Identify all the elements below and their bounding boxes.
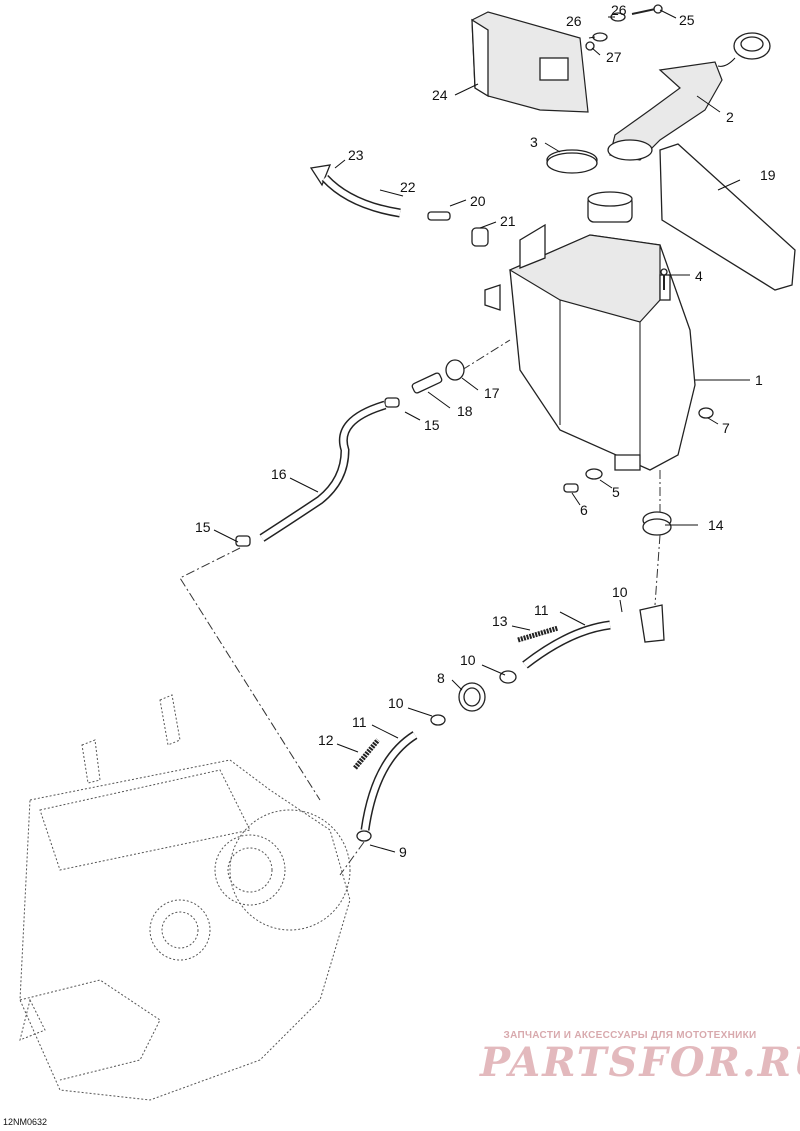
reference-code: 12NM0632 (3, 1117, 48, 1127)
callout-10-top: 10 (612, 584, 628, 600)
vent-line-assembly[interactable] (309, 164, 489, 247)
foam-pad-part[interactable] (659, 143, 796, 291)
watermark-tagline: ЗАПЧАСТИ И АКСЕССУАРЫ ДЛЯ МОТОТЕХНИКИ (503, 1030, 757, 1041)
callout-10-mid: 10 (460, 652, 476, 668)
callout-9: 9 (399, 844, 407, 860)
callout-17: 17 (484, 385, 500, 401)
callout-14: 14 (708, 517, 724, 533)
callout-1: 1 (755, 372, 763, 388)
callout-27: 27 (606, 49, 622, 65)
filler-neck-part[interactable] (607, 32, 771, 161)
callout-3: 3 (530, 134, 538, 150)
callout-16: 16 (271, 466, 287, 482)
routing-lines (179, 547, 365, 876)
callout-11-low: 11 (352, 714, 367, 730)
callout-18: 18 (457, 403, 473, 419)
engine-illustration (19, 694, 351, 1101)
callout-2: 2 (726, 109, 734, 125)
callout-19: 19 (760, 167, 776, 183)
callout-15-right: 15 (424, 417, 440, 433)
grommet-part[interactable] (642, 470, 672, 536)
screw-washer-set[interactable] (585, 4, 663, 51)
callout-24: 24 (432, 87, 448, 103)
watermark: ЗАПЧАСТИ И АКСЕССУАРЫ ДЛЯ МОТОТЕХНИКИ PA… (480, 1030, 800, 1086)
callout-7: 7 (722, 420, 730, 436)
callout-11-top: 11 (534, 602, 549, 618)
feed-line-assembly[interactable] (235, 339, 511, 547)
callout-20: 20 (470, 193, 486, 209)
callout-5: 5 (612, 484, 620, 500)
oil-tank-part[interactable] (484, 191, 696, 471)
heat-shield-part[interactable] (471, 11, 589, 113)
callout-8: 8 (437, 670, 445, 686)
callout-23: 23 (348, 147, 364, 163)
tank-hardware[interactable] (563, 268, 714, 493)
callout-12: 12 (318, 732, 334, 748)
callout-26-left: 26 (566, 13, 582, 29)
leader-lines (213, 9, 750, 853)
callout-21: 21 (500, 213, 516, 229)
callout-10-low: 10 (388, 695, 404, 711)
callout-6: 6 (580, 502, 588, 518)
pump-line-assembly[interactable] (353, 534, 665, 842)
callout-13: 13 (492, 613, 508, 629)
callout-15-left: 15 (195, 519, 211, 535)
callout-25: 25 (679, 12, 695, 28)
callout-26-top: 26 (611, 2, 627, 18)
clamp-part[interactable] (546, 149, 598, 174)
watermark-brand: PARTSFOR.RU (480, 1039, 800, 1086)
callout-4: 4 (695, 268, 703, 284)
callout-22: 22 (400, 179, 416, 195)
callout-labels: 1 2 3 4 5 6 7 8 9 10 10 10 11 11 12 13 1… (195, 2, 776, 860)
